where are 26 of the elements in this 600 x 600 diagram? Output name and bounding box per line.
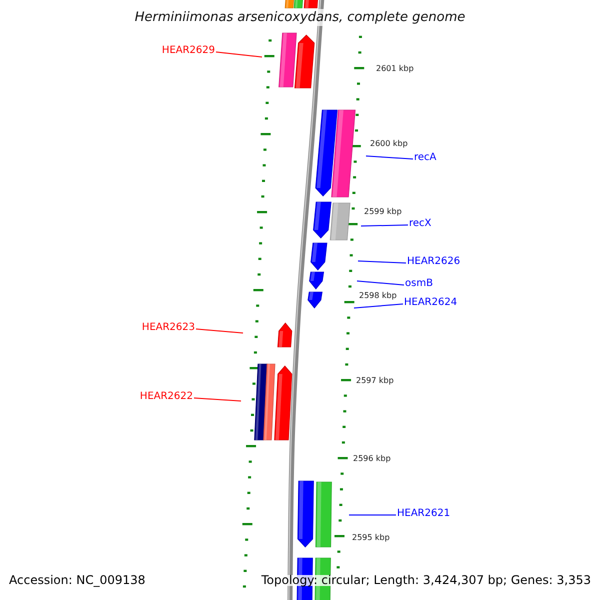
gene-label: HEAR2622 [140,392,193,402]
leader-line [194,398,242,402]
leader-line [358,260,406,264]
leader-line [196,328,244,334]
gene-label: osmB [405,279,433,289]
gene-label: recX [409,219,432,229]
gene-label: HEAR2626 [407,257,460,267]
scale-label: 2595 kbp [352,533,390,542]
scale-label: 2601 kbp [376,64,414,73]
gene-label: HEAR2624 [404,298,458,308]
scale-label: 2597 kbp [356,376,394,385]
gene-label: HEAR2621 [397,509,450,519]
leader-line [366,156,414,160]
gene-label: HEAR2623 [142,323,195,333]
scale-label: 2599 kbp [364,207,402,216]
scale-label: 2596 kbp [353,454,391,463]
gene-label: recA [414,153,436,163]
scale-label: 2598 kbp [359,291,397,300]
leader-line [360,224,408,226]
leader-line [354,304,404,308]
leader-line [216,52,262,58]
footer-text: Accession: NC_009138 [9,575,146,586]
scale-label: 2600 kbp [370,139,408,148]
leader-line [356,280,404,286]
leader-line [348,514,396,516]
gene-label: HEAR2629 [162,46,215,56]
